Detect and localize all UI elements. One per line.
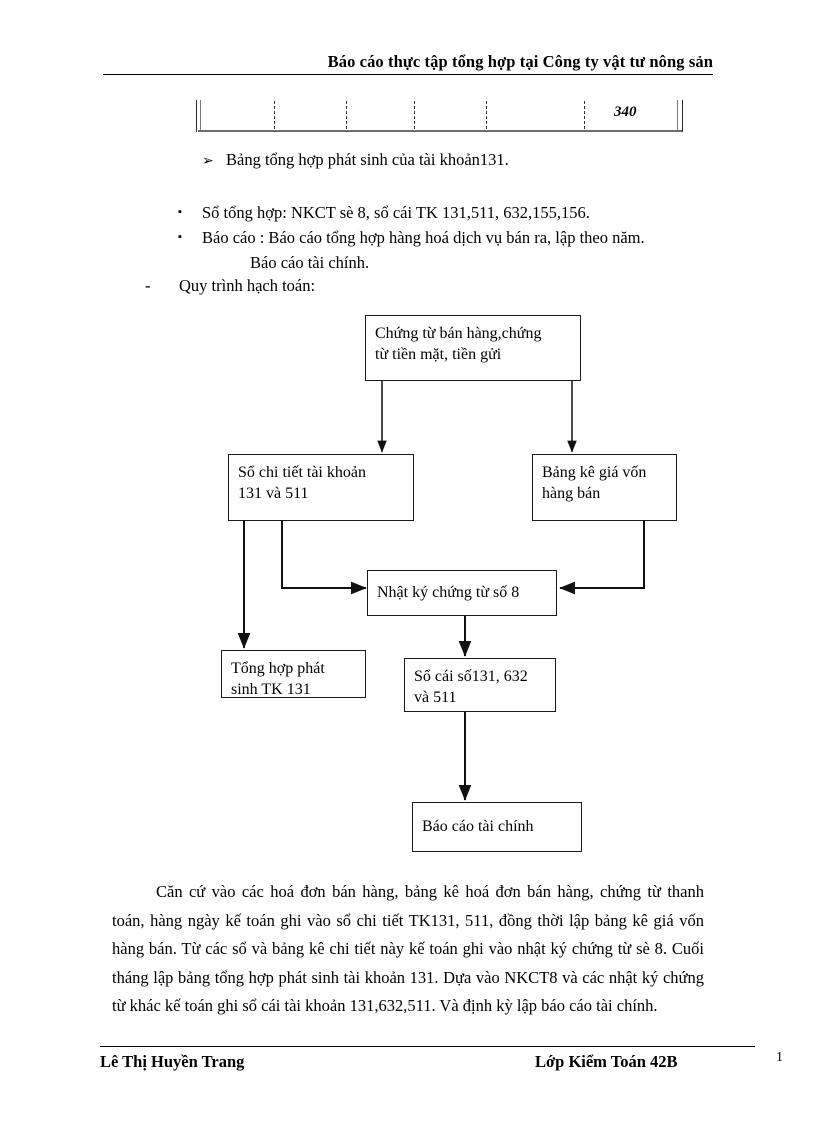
arrow-bullet-item: ➢ Bảng tổng hợp phát sinh của tài khoản13… xyxy=(202,150,509,170)
list-item-text: Báo cáo : Báo cáo tổng hợp hàng hoá dịch… xyxy=(202,228,645,247)
table-column-separator-5 xyxy=(584,101,585,129)
arrow-bullet-text: Bảng tổng hợp phát sinh của tài khoản131… xyxy=(226,150,509,169)
table-left-border-outer xyxy=(196,100,197,132)
flow-box-nhat-ky[interactable]: Nhật ký chứng từ số 8 xyxy=(367,570,557,616)
footer-divider xyxy=(100,1046,755,1047)
arrow-bullet-icon: ➢ xyxy=(202,154,214,169)
list-item-text: Sổ tổng hợp: NKCT sè 8, sổ cái TK 131,51… xyxy=(202,203,590,222)
dash-bullet-icon: - xyxy=(145,276,151,295)
table-left-border-inner xyxy=(200,100,201,132)
table-right-border-outer xyxy=(682,100,683,132)
square-bullet-list: ▪ Sổ tổng hợp: NKCT sè 8, sổ cái TK 131,5… xyxy=(172,200,792,275)
list-item-continuation: Báo cáo tài chính. xyxy=(250,253,370,272)
flow-box-bao-cao[interactable]: Báo cáo tài chính xyxy=(412,802,582,852)
footer-page-number: 1 xyxy=(776,1050,783,1065)
table-column-separator-3 xyxy=(414,101,415,129)
dash-bullet-item: - Quy trình hạch toán: xyxy=(145,276,315,296)
square-bullet-icon: ▪ xyxy=(178,206,182,218)
flow-box-so-cai[interactable]: Sổ cái số131, 632 và 511 xyxy=(404,658,556,712)
body-paragraph: Căn cứ vào các hoá đơn bán hàng, bảng kê… xyxy=(112,882,704,1015)
flow-box-bang-ke[interactable]: Bảng kê giá vốn hàng bán xyxy=(532,454,677,521)
page-header-title: Báo cáo thực tập tổng hợp tại Công ty vậ… xyxy=(327,52,713,71)
table-column-separator-2 xyxy=(346,101,347,129)
footer-author: Lê Thị Huyền Trang xyxy=(100,1052,245,1071)
table-fragment: 340 xyxy=(196,100,684,132)
flow-box-tong-hop[interactable]: Tổng hợp phát sinh TK 131 xyxy=(221,650,366,698)
table-right-border-inner xyxy=(677,100,678,132)
list-item: ▪ Sổ tổng hợp: NKCT sè 8, sổ cái TK 131,5… xyxy=(172,200,792,225)
dash-bullet-text: Quy trình hạch toán: xyxy=(179,276,316,295)
table-cell-total-value: 340 xyxy=(614,104,637,120)
table-column-separator-4 xyxy=(486,101,487,129)
table-bottom-border xyxy=(198,130,682,132)
footer-class: Lớp Kiểm Toán 42B xyxy=(535,1052,678,1071)
list-item: ▪ Báo cáo : Báo cáo tổng hợp hàng hoá dịc… xyxy=(172,225,792,250)
header-divider xyxy=(103,74,713,75)
table-column-separator-1 xyxy=(274,101,275,129)
flow-box-chung-tu[interactable]: Chứng từ bán hàng,chứng từ tiền mặt, tiề… xyxy=(365,315,581,381)
square-bullet-icon: ▪ xyxy=(178,231,182,243)
flow-box-so-chi-tiet[interactable]: Sổ chi tiết tài khoản 131 và 511 xyxy=(228,454,414,521)
